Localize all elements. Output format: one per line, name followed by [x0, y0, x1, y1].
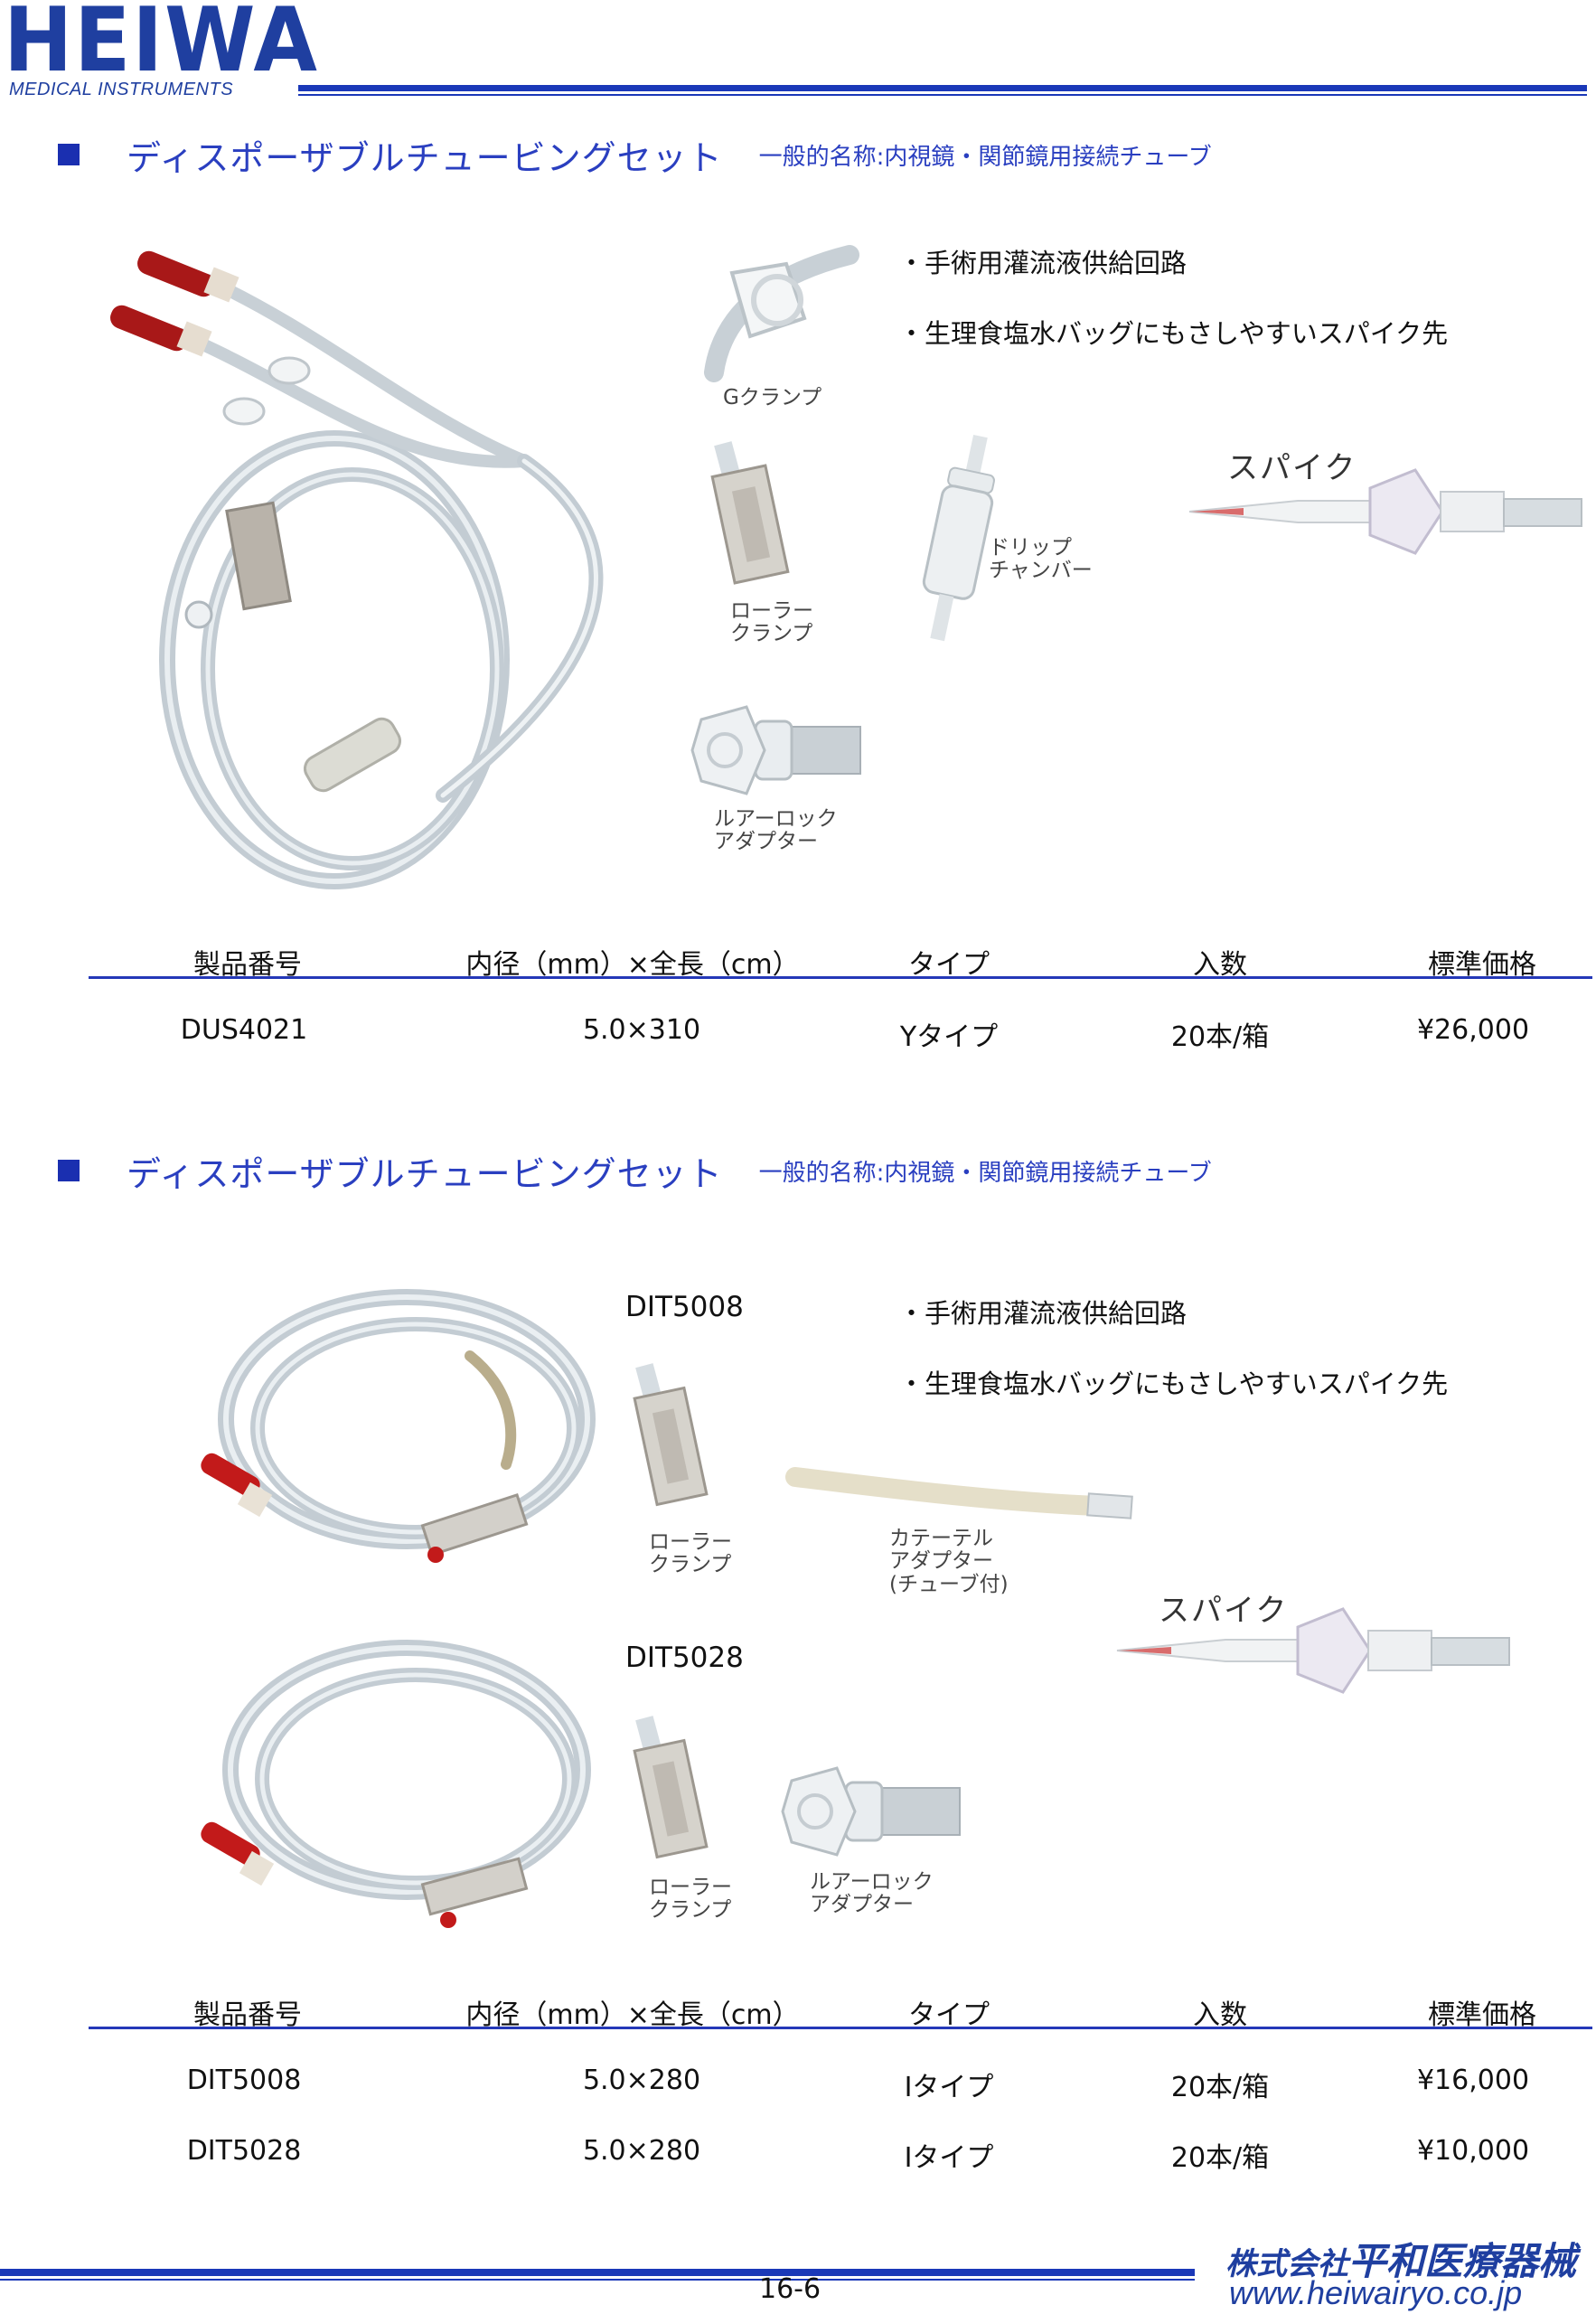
table2-rule [89, 2027, 1592, 2029]
dit5028-tubing-image [201, 1640, 591, 1928]
table2-row2-qty: 20本/箱 [1170, 2142, 1270, 2174]
company-name: 株式会社平和医療器械 [1225, 2231, 1576, 2286]
section1-title: ディスポーザブルチュービングセット [127, 137, 723, 178]
drip-chamber-label: ドリップ チャンバー [989, 536, 1093, 583]
table2-row1-type: Iタイプ [904, 2072, 994, 2103]
roller-clamp-image [710, 441, 790, 585]
drip-chamber-image [922, 434, 995, 642]
company-brand: 平和医療器械 [1348, 2239, 1577, 2283]
section1-subtitle: 一般的名称:内視鏡・関節鏡用接続チューブ [758, 143, 1212, 171]
table1-header-product-no: 製品番号 [193, 949, 302, 981]
section1-bullet-1: ・手術用灌流液供給回路 [898, 248, 1188, 278]
footer-rule [0, 2269, 1195, 2276]
roller-clamp-label: ローラー クランプ [730, 599, 813, 646]
luer-lock-label: ルアーロック アダプター [714, 807, 838, 854]
catheter-adapter-label: カテーテル アダプター (チューブ付) [889, 1527, 1009, 1596]
table2-row2-size: 5.0×280 [582, 2135, 701, 2167]
table2-header-size: 内径（mm）×全長（cm） [465, 1999, 800, 2031]
table2-row2-price: ¥10,000 [1416, 2135, 1530, 2167]
table2-row2-product-no: DIT5028 [186, 2135, 302, 2167]
square-bullet-icon [58, 1160, 80, 1181]
code-label-dit5008: DIT5008 [625, 1291, 744, 1323]
y-tubing-set-image [110, 250, 604, 889]
luer-lock-adapter-2-image [781, 1766, 961, 1857]
table1-row1-qty: 20本/箱 [1170, 1021, 1270, 1053]
section2-heading: ディスポーザブルチュービングセット 一般的名称:内視鏡・関節鏡用接続チューブ [58, 1148, 1212, 1194]
section2-subtitle: 一般的名称:内視鏡・関節鏡用接続チューブ [758, 1159, 1212, 1187]
luer-lock-adapter-image [690, 705, 861, 795]
roller-clamp-a-image [633, 1363, 709, 1507]
spike-image-1 [1188, 468, 1582, 555]
company-url[interactable]: www.heiwairyo.co.jp [1229, 2274, 1523, 2311]
spike-label-2: スパイク [1159, 1593, 1289, 1629]
table2-row2-type: Iタイプ [904, 2142, 994, 2174]
page-number: 16-6 [759, 2273, 821, 2305]
catheter-adapter-image [785, 1467, 1133, 1519]
table2-row1-size: 5.0×280 [582, 2065, 701, 2096]
table2-header-product-no: 製品番号 [193, 1999, 302, 2031]
logo-subtitle: MEDICAL INSTRUMENTS [9, 80, 234, 99]
logo-text: HEIWA [4, 0, 319, 92]
table1-row1-price: ¥26,000 [1416, 1014, 1530, 1046]
table2-row1-qty: 20本/箱 [1170, 2072, 1270, 2103]
table1-row1-type: Yタイプ [899, 1021, 999, 1053]
table1-row1-product-no: DUS4021 [180, 1014, 308, 1046]
roller-clamp-b-image [633, 1716, 709, 1859]
table1-header-type: タイプ [908, 949, 990, 981]
table2-header-price: 標準価格 [1428, 1999, 1536, 2031]
heiwa-logo: HEIWA MEDICAL INSTRUMENTS [4, 0, 317, 99]
table1-header-size: 内径（mm）×全長（cm） [465, 949, 800, 981]
square-bullet-icon [58, 144, 80, 165]
table1-rule [89, 976, 1592, 979]
section2-bullet-1: ・手術用灌流液供給回路 [898, 1298, 1188, 1329]
table1-header-price: 標準価格 [1428, 949, 1536, 981]
table2-header-qty: 入数 [1193, 1999, 1247, 2031]
luer-lock-2-label: ルアーロック アダプター [810, 1870, 934, 1917]
company-prefix: 株式会社 [1225, 2246, 1348, 2282]
table2-row1-product-no: DIT5008 [186, 2065, 302, 2096]
table1-row1-size: 5.0×310 [582, 1014, 701, 1046]
g-clamp-label: Gクランプ [723, 386, 822, 409]
table1-header-qty: 入数 [1193, 949, 1247, 981]
g-clamp-image [704, 245, 859, 382]
section2-bullet-2: ・生理食塩水バッグにもさしやすいスパイク先 [898, 1369, 1449, 1399]
header-rule-thin [298, 94, 1587, 96]
section2-title: ディスポーザブルチュービングセット [127, 1153, 723, 1194]
roller-clamp-a-label: ローラー クランプ [649, 1530, 732, 1577]
footer-rule-thin [0, 2279, 1195, 2281]
section1-bullet-2: ・生理食塩水バッグにもさしやすいスパイク先 [898, 318, 1449, 349]
spike-image-2 [1116, 1607, 1510, 1694]
dit5008-tubing-image [201, 1289, 596, 1563]
header-rule [298, 85, 1587, 91]
table2-row1-price: ¥16,000 [1416, 2065, 1530, 2096]
code-label-dit5028: DIT5028 [625, 1641, 744, 1674]
table2-header-type: タイプ [908, 1999, 990, 2031]
spike-label-1: スパイク [1227, 450, 1357, 486]
roller-clamp-b-label: ローラー クランプ [649, 1876, 732, 1923]
section1-heading: ディスポーザブルチュービングセット 一般的名称:内視鏡・関節鏡用接続チューブ [58, 132, 1212, 178]
